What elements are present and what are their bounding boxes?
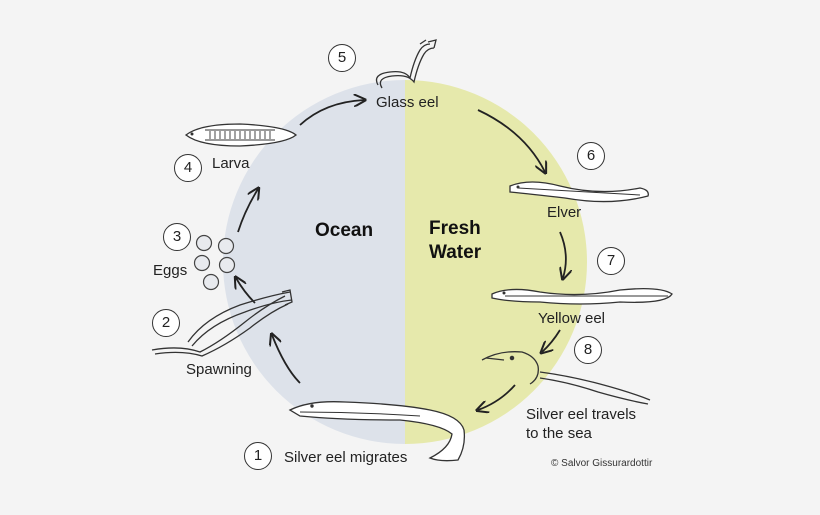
arrow-larva-to-glass-eel xyxy=(299,100,364,126)
arrow-glass-eel-to-elver xyxy=(477,109,545,172)
copyright-credit: © Salvor Gissurardottir xyxy=(551,458,653,469)
elver-illustration xyxy=(509,181,649,203)
glass-eel-illustration xyxy=(375,39,437,89)
arrow-eggs-to-larva xyxy=(237,189,258,233)
arrow-migrates-to-spawning xyxy=(272,335,301,384)
stage-label-silver-eel-travels-line1: Silver eel travels xyxy=(526,406,637,423)
arrow-elver-to-yellow-eel xyxy=(560,231,566,278)
eggs-illustration xyxy=(193,234,236,291)
stage-number-1: 1 xyxy=(244,442,272,470)
larva-illustration xyxy=(184,123,298,147)
stage-label-spawning: Spawning xyxy=(186,361,252,378)
silver-eel-travel-illustration xyxy=(481,351,651,405)
fresh-water-label-line1: Fresh xyxy=(429,218,481,239)
stage-number-3: 3 xyxy=(163,223,191,251)
stage-label-larva: Larva xyxy=(212,155,250,172)
stage-number-7: 7 xyxy=(597,247,625,275)
stage-label-glass-eel: Glass eel xyxy=(376,94,439,111)
stage-label-elver: Elver xyxy=(547,204,582,221)
stage-number-8: 8 xyxy=(574,336,602,364)
fresh-water-label-line2: Water xyxy=(429,242,482,263)
arrow-yellow-eel-to-silver-eel xyxy=(542,329,561,352)
ocean-half xyxy=(223,80,405,444)
silver-eel-migrating-illustration xyxy=(288,401,466,462)
ocean-label: Ocean xyxy=(315,220,374,241)
stage-number-2: 2 xyxy=(152,309,180,337)
stage-label-eggs: Eggs xyxy=(153,262,188,279)
stage-number-6: 6 xyxy=(577,142,605,170)
stage-number-5: 5 xyxy=(328,44,356,72)
stage-number-4: 4 xyxy=(174,154,202,182)
arrow-silver-eel-to-sea xyxy=(478,384,516,410)
yellow-eel-illustration xyxy=(491,288,673,305)
stage-label-yellow-eel: Yellow eel xyxy=(538,310,605,327)
spawning-eels-illustration xyxy=(151,289,293,357)
stage-label-silver-eel-travels-line2: to the sea xyxy=(526,425,592,442)
stage-label-silver-eel-migrates: Silver eel migrates xyxy=(284,449,408,466)
